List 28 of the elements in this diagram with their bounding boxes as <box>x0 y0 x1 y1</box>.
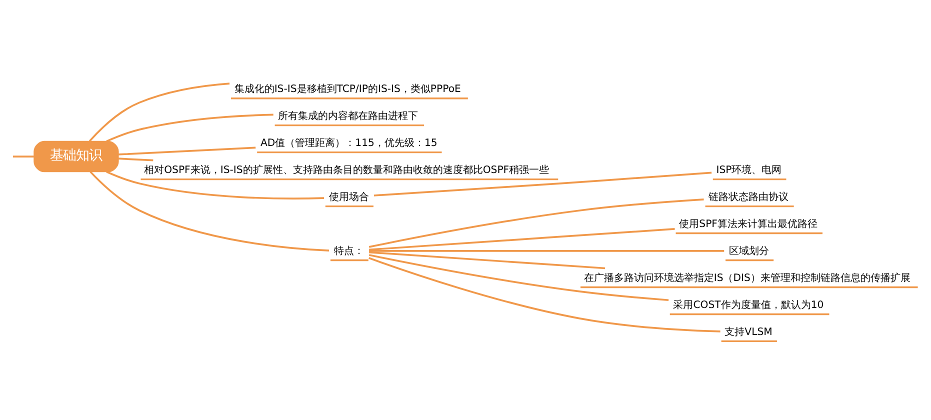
connector <box>368 256 720 332</box>
node-text: 采用COST作为度量值，默认为10 <box>673 299 824 310</box>
connector <box>369 228 675 250</box>
node-text: 支持VLSM <box>724 326 772 338</box>
node-text: ISP环境、电网 <box>716 164 782 176</box>
node-text: 所有集成的内容都在路由进程下 <box>278 110 418 122</box>
node-text: 链路状态路由协议 <box>708 192 789 203</box>
node-text: 使用场合 <box>328 192 369 203</box>
connector <box>106 113 274 142</box>
node-text: 在广播多路访问环境选举指定IS（DIS）来管理和控制链路信息的传播扩展 <box>584 272 910 284</box>
connector <box>368 254 669 301</box>
connector <box>13 155 34 157</box>
connector <box>118 146 256 155</box>
connector <box>369 250 724 252</box>
connector <box>118 157 154 161</box>
node-text: 特点： <box>334 246 364 257</box>
connector <box>368 198 704 248</box>
node-text: AD值（管理距离）：115，优先级：15 <box>260 138 438 149</box>
node-box: 基础知识 <box>34 140 119 172</box>
node-text: 区域划分 <box>728 246 769 257</box>
node-text: 集成化的IS-IS是移植到TCP/IP的IS-IS，类似PPPoE <box>234 84 461 95</box>
connector <box>90 170 330 251</box>
connector <box>369 250 606 269</box>
connector <box>374 171 712 196</box>
node-text: 相对OSPF来说，IS-IS的扩展性、支持路由条目的数量和路由收敛的速度都比OSPF稍强一些 <box>144 164 550 176</box>
connector <box>106 170 324 199</box>
connector <box>88 82 230 142</box>
node-text: 使用SPF算法来计算出最优路径 <box>679 218 818 230</box>
